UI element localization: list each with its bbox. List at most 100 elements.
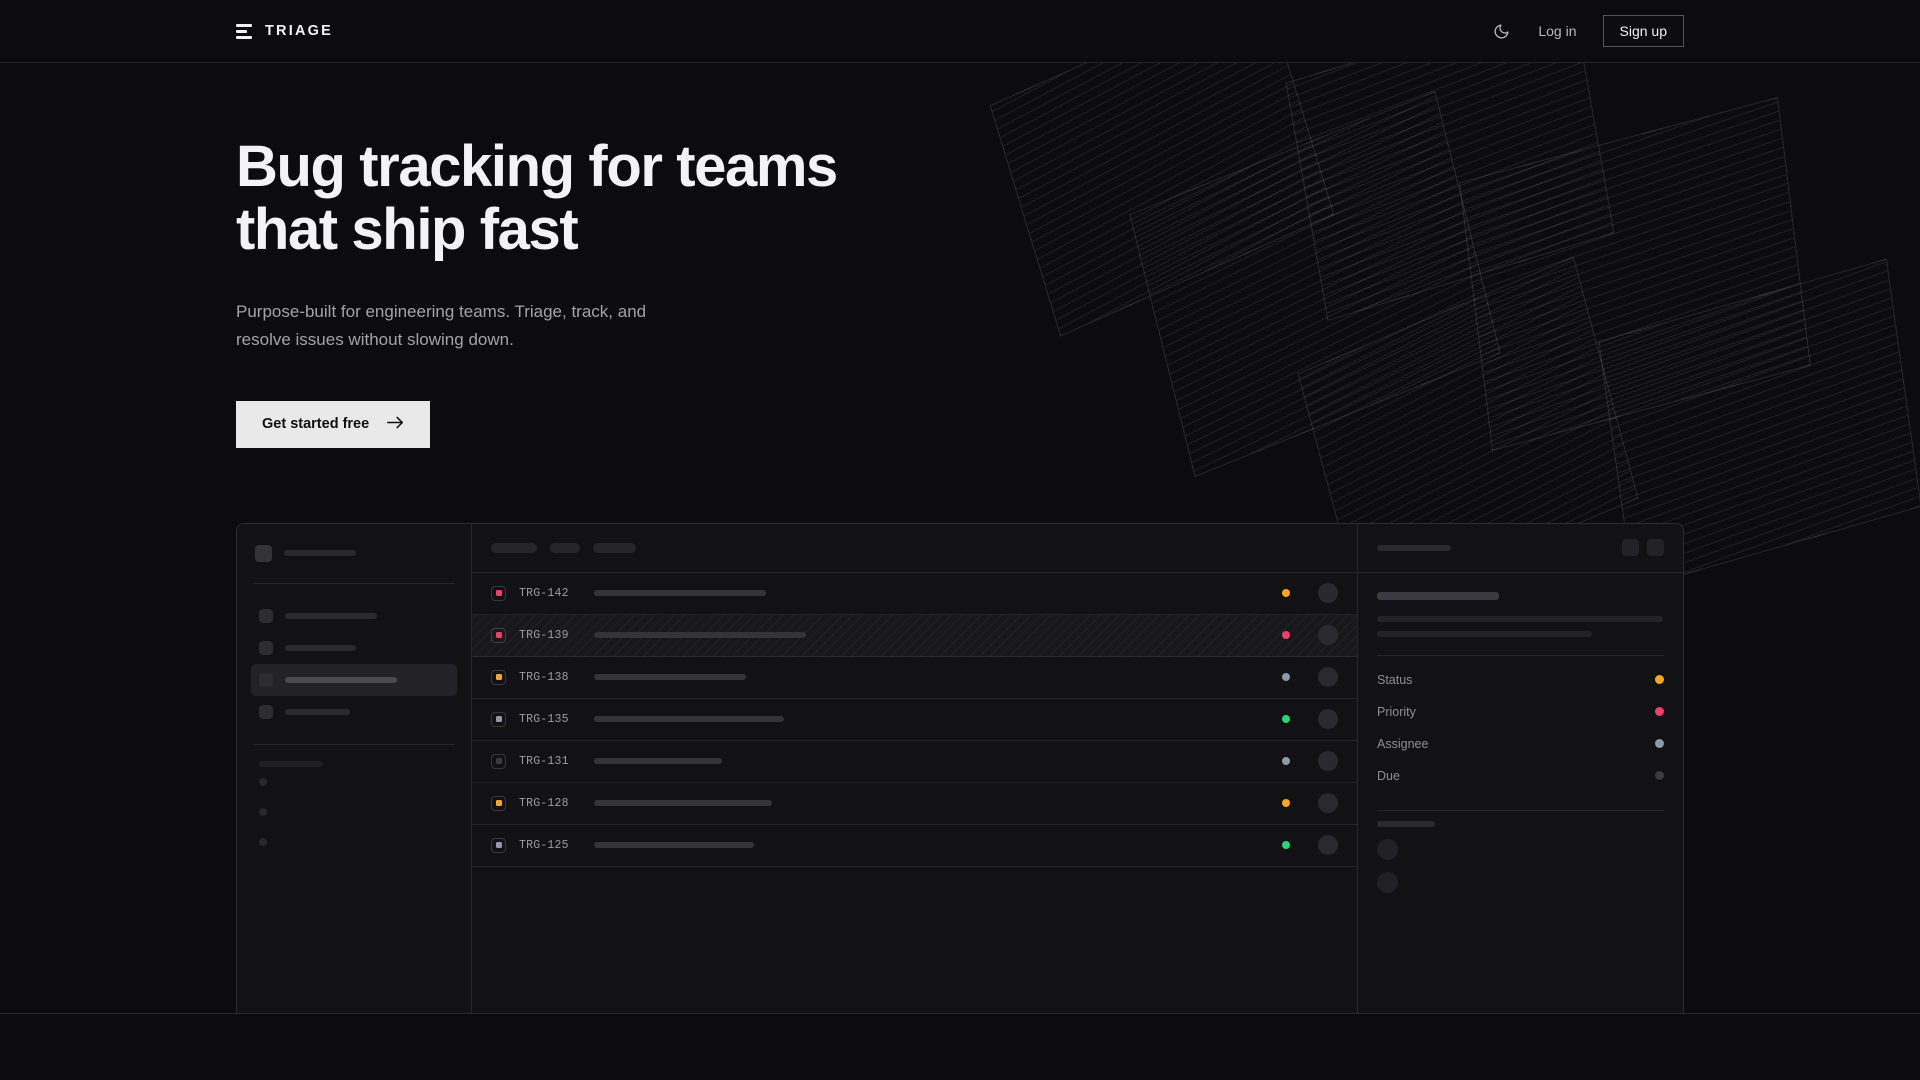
mockup-detail-title-bar: [1377, 591, 1499, 600]
signup-button[interactable]: Sign up: [1602, 15, 1684, 47]
detail-meta-value-dot: [1655, 771, 1664, 780]
header-actions: Log in Sign up: [1490, 15, 1684, 47]
mockup-filter-chip-2[interactable]: [593, 542, 636, 553]
issue-title-bar: [594, 758, 722, 764]
activity-avatar-0: [1377, 838, 1398, 860]
brand-logo[interactable]: TRIAGE: [236, 23, 333, 39]
issue-title-bar: [594, 674, 746, 680]
mockup-nav-icon: [259, 672, 273, 687]
avatar: [1318, 793, 1338, 813]
detail-meta-label: Assignee: [1377, 736, 1429, 751]
mockup-filter-chip-0[interactable]: [491, 542, 537, 553]
login-link[interactable]: Log in: [1538, 23, 1577, 39]
status-badge: [1282, 799, 1290, 807]
issue-id: TRG-125: [519, 838, 569, 852]
mockup-detail-desc-line-1: [1377, 630, 1592, 637]
mockup-detail-header-bar: [1377, 544, 1451, 551]
detail-meta-label: Status: [1377, 672, 1413, 687]
detail-meta-value-dot: [1655, 707, 1664, 716]
issue-id: TRG-139: [519, 628, 569, 642]
mockup-filter-chip-1[interactable]: [550, 542, 580, 553]
avatar: [1318, 583, 1338, 603]
table-row[interactable]: TRG-138: [472, 657, 1357, 699]
issue-type-badge: [491, 711, 506, 727]
issue-title-bar: [594, 590, 766, 596]
detail-meta-label: Due: [1377, 768, 1400, 783]
table-row[interactable]: TRG-135: [472, 699, 1357, 741]
table-row[interactable]: TRG-142: [472, 573, 1357, 615]
mockup-detail-action-button-1[interactable]: [1647, 539, 1664, 556]
issue-type-badge: [491, 795, 506, 811]
cta-label: Get started free: [262, 416, 370, 432]
table-row[interactable]: TRG-128: [472, 783, 1357, 825]
mockup-mini-dot-icon: [259, 807, 267, 816]
mockup-detail-divider-2: [1377, 809, 1664, 811]
mockup-activity-avatars: [1377, 838, 1664, 893]
site-header: TRIAGE Log in Sign up: [0, 0, 1920, 63]
mockup-sidebar-mini-item-2[interactable]: [251, 827, 457, 857]
detail-meta-value-dot: [1655, 675, 1664, 684]
avatar: [1318, 835, 1338, 855]
detail-meta-row-priority[interactable]: Priority: [1377, 696, 1664, 728]
mockup-nav-icon: [259, 704, 273, 719]
mockup-nav-label-bar: [285, 644, 356, 651]
get-started-button[interactable]: Get started free: [236, 400, 431, 448]
mockup-sidebar-section-label: [259, 760, 323, 767]
detail-meta-row-status[interactable]: Status: [1377, 664, 1664, 696]
issue-type-badge: [491, 753, 506, 769]
mockup-sidebar-mini-item-0[interactable]: [251, 767, 457, 797]
status-badge: [1282, 841, 1290, 849]
mockup-detail-actions: [1622, 539, 1664, 556]
issue-title-bar: [594, 716, 784, 722]
issue-type-badge: [491, 837, 506, 853]
detail-meta-value-dot: [1655, 739, 1664, 748]
mockup-logo-bar: [284, 550, 356, 556]
issue-title-bar: [594, 632, 806, 638]
mockup-sidebar-item-0[interactable]: [251, 600, 457, 632]
brand-name: TRIAGE: [265, 23, 333, 39]
mockup-detail-action-button-0[interactable]: [1622, 539, 1639, 556]
table-row[interactable]: TRG-139: [472, 614, 1357, 657]
status-badge: [1282, 589, 1290, 597]
activity-avatar-1: [1377, 871, 1398, 893]
table-row[interactable]: TRG-131: [472, 741, 1357, 783]
issue-type-badge: [491, 669, 506, 685]
moon-icon[interactable]: [1490, 20, 1512, 42]
status-badge: [1282, 715, 1290, 723]
mockup-nav-icon: [259, 640, 273, 655]
mockup-activity-label: [1377, 820, 1435, 827]
mockup-detail-desc-line-0: [1377, 615, 1663, 622]
avatar: [1318, 751, 1338, 771]
mockup-detail-header: [1358, 524, 1683, 573]
mockup-sidebar-item-2[interactable]: [251, 663, 457, 696]
mockup-detail-divider: [1377, 654, 1664, 656]
issue-id: TRG-135: [519, 712, 569, 726]
hero-section: Bug tracking for teams that ship fast Pu…: [236, 63, 1684, 448]
mockup-sidebar-item-1[interactable]: [251, 632, 457, 664]
avatar: [1318, 709, 1338, 729]
detail-meta-row-due[interactable]: Due: [1377, 760, 1664, 792]
page-title: Bug tracking for teams that ship fast: [236, 134, 838, 263]
mockup-sidebar-mini-item-1[interactable]: [251, 797, 457, 827]
arrow-right-icon: [387, 416, 404, 433]
mockup-sidebar: [237, 523, 472, 1013]
detail-meta-label: Priority: [1377, 704, 1416, 719]
status-badge: [1282, 631, 1290, 639]
mockup-nav-icon: [259, 608, 273, 623]
mockup-sidebar-divider: [253, 582, 455, 584]
mockup-mini-dot-icon: [259, 837, 267, 846]
issue-title-bar: [594, 800, 772, 806]
page-section-divider: [0, 1013, 1920, 1014]
mockup-list-toolbar: [472, 524, 1357, 573]
detail-meta-row-assignee[interactable]: Assignee: [1377, 728, 1664, 760]
table-row[interactable]: TRG-125: [472, 825, 1357, 867]
page-content: Bug tracking for teams that ship fast Pu…: [0, 63, 1920, 1013]
mockup-sidebar-item-3[interactable]: [251, 696, 457, 728]
hero-subtitle: Purpose-built for engineering teams. Tri…: [236, 302, 647, 349]
avatar: [1318, 667, 1338, 687]
